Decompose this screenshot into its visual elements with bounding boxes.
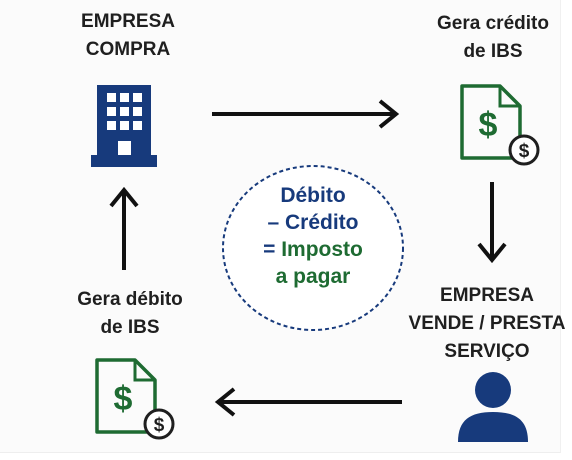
- arrow-up-left: [109, 186, 139, 270]
- arrow-left-bottom: [214, 387, 402, 417]
- formula-a-pagar: a pagar: [275, 265, 351, 288]
- label-line: de IBS: [463, 41, 523, 62]
- document-dollar-sign: $: [479, 106, 498, 144]
- label-line: COMPRA: [85, 39, 171, 60]
- label-line: Gera débito: [77, 289, 183, 310]
- office-building-icon: [91, 85, 157, 167]
- arrow-down-right: [477, 182, 507, 264]
- center-formula: Débito – Crédito = Imposto a pagar: [222, 182, 404, 290]
- label-line: de IBS: [100, 317, 160, 338]
- person-icon: [458, 372, 528, 442]
- formula-equals: =: [263, 238, 282, 261]
- dollar-document-icon: $ $: [95, 358, 175, 440]
- formula-imposto-line: = Imposto: [222, 236, 404, 263]
- coin-dollar-sign: $: [154, 415, 165, 436]
- label-empresa-vende: EMPRESA VENDE / PRESTA SERVIÇO: [404, 282, 570, 366]
- arrow-right-top: [212, 99, 400, 129]
- dashed-circle: [222, 165, 404, 331]
- label-line: SERVIÇO: [444, 341, 530, 362]
- dollar-document-icon: $ $: [460, 84, 540, 166]
- label-line: EMPRESA: [440, 285, 534, 306]
- label-line: EMPRESA: [81, 11, 175, 32]
- formula-imposto: Imposto: [281, 238, 363, 261]
- formula-debito: Débito: [280, 184, 346, 207]
- formula-credito: – Crédito: [267, 211, 359, 234]
- label-gera-credito: Gera crédito de IBS: [418, 10, 568, 66]
- document-dollar-sign: $: [114, 380, 133, 418]
- label-empresa-compra: EMPRESA COMPRA: [58, 8, 198, 64]
- label-line: VENDE / PRESTA: [408, 313, 566, 334]
- label-line: Gera crédito: [437, 13, 549, 34]
- coin-dollar-sign: $: [519, 141, 530, 162]
- label-gera-debito: Gera débito de IBS: [55, 286, 205, 342]
